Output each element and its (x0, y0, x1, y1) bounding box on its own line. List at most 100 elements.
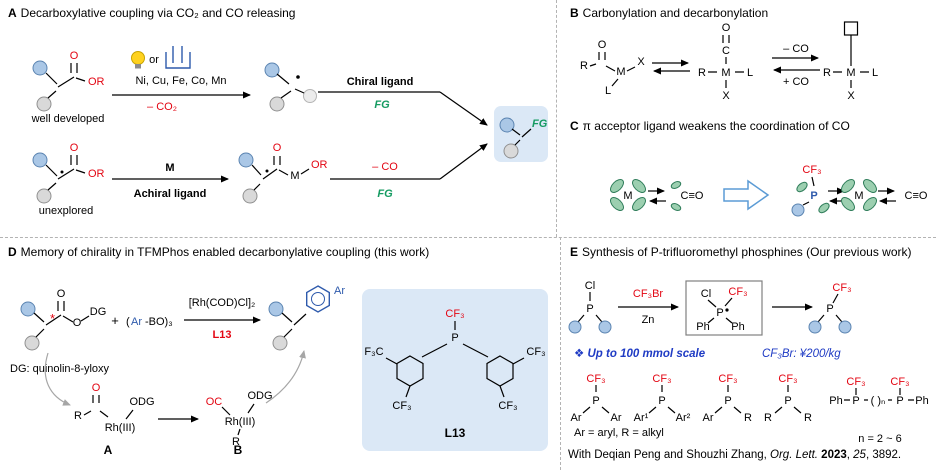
carbonyl-o-label: O (70, 50, 79, 62)
ester-reactant: * O O DG (20, 288, 106, 351)
cl-label: Cl (585, 280, 595, 292)
o-label: O (722, 22, 731, 34)
fg-product-label: FG (532, 118, 548, 130)
paren-open: ( (126, 316, 130, 328)
right-substituent: Ar² (676, 412, 691, 424)
ar-label: Ar (131, 316, 142, 328)
left-substituent: Ar (571, 412, 582, 424)
sphere-gray (36, 96, 52, 112)
sphere-gray (272, 335, 288, 351)
bonds (648, 385, 676, 414)
stereocenter-asterisk: * (50, 311, 55, 326)
cf3-top-label: CF₃ (445, 308, 464, 320)
arrow-conditions-bottom: M Achiral ligand (112, 162, 229, 200)
bonds (251, 156, 310, 191)
l-label: L (872, 67, 878, 79)
well-developed-label: well developed (31, 113, 105, 125)
panel-b-letter: B (570, 6, 579, 20)
panel-b-scheme: O R M X L O C R M L X – CO (580, 21, 878, 102)
highlight-box (362, 289, 548, 451)
sphere-gray (36, 188, 52, 204)
r-label: R (698, 67, 706, 79)
panel-c-title: π acceptor ligand weakens the coordinati… (582, 119, 850, 133)
panel-e-scheme: Cl P CF₃Br Zn Cl CF₃ P Ph Ph (568, 280, 929, 445)
cf3-label: CF₃ (778, 373, 797, 385)
merge-arrow (439, 143, 488, 180)
d-orbital-lobe (610, 179, 624, 193)
chiral-path: Chiral ligand FG (318, 76, 488, 126)
oc-label: OC (206, 396, 223, 408)
citation-year: 2023 (821, 449, 847, 461)
bonds (802, 176, 815, 206)
pi-orbital-lobe (670, 181, 682, 189)
divider-horizontal (0, 237, 936, 238)
sphere-blue (598, 320, 612, 334)
ph-label: Ph (915, 395, 928, 407)
benzene-ring (306, 285, 330, 313)
radical-dot (296, 75, 300, 79)
sphere-blue (20, 301, 36, 317)
intermediate-box (685, 280, 763, 336)
merge-arrow (439, 91, 488, 126)
carbonyl-complex: O C R M L X (698, 22, 753, 102)
ligand-l13-label: L13 (213, 329, 232, 341)
citation-sep: , (846, 449, 854, 461)
panel-d-letter: D (8, 245, 17, 259)
x-label: X (637, 56, 645, 68)
r-label: R (823, 67, 831, 79)
x-label: X (847, 90, 855, 102)
metal-co-orbitals-right: CF₃ P M C≡O (791, 164, 928, 217)
achiral-ligand-label: Achiral ligand (134, 188, 207, 200)
minus-co-label: – CO (372, 161, 398, 173)
ph-label: Ph (731, 321, 744, 333)
co-exchange-arrows: – CO + CO (772, 43, 820, 88)
boroxine-suffix: -BO)₃ (145, 316, 173, 328)
fg-label-top: FG (374, 99, 390, 111)
bonds (276, 73, 305, 99)
d-orbital-lobe (841, 179, 855, 193)
m-label: M (846, 67, 855, 79)
divider-vertical-bottom (560, 237, 561, 470)
p-orbital-lobe (796, 181, 808, 193)
gray-curve-to-product (265, 350, 306, 404)
cf3-label: CF₃ (846, 376, 865, 388)
arrow-conditions-top: or Ni, Cu, Fe, Co, Mn – CO₂ (112, 46, 251, 113)
reactant-ester-bottom: O OR unexplored (32, 142, 105, 217)
bonds (33, 301, 90, 338)
unexplored-label: unexplored (39, 205, 93, 217)
plus-co-label: + CO (783, 76, 809, 88)
sphere-blue (268, 301, 284, 317)
l-label: L (605, 85, 611, 97)
arrow-conditions-1: CF₃Br Zn (618, 288, 679, 326)
bonds (714, 385, 742, 414)
l-label: L (747, 67, 753, 79)
intermediate-b: OC Rh(III) ODG R B (206, 390, 273, 457)
sphere-gray-light (303, 89, 317, 103)
vacant-site-complex: R M L X (823, 21, 878, 102)
gray-curve-to-a (44, 352, 71, 406)
equilibrium-arrows-1 (652, 59, 690, 75)
carbonyl-o-label: O (273, 142, 282, 154)
sphere-gray (503, 143, 519, 159)
cf3-left-bottom-label: CF₃ (392, 400, 411, 412)
decarbonylation-path: – CO FG (330, 143, 488, 200)
cf3-label: CF₃ (652, 373, 671, 385)
bonds (589, 52, 636, 87)
metal-label: M (854, 190, 863, 202)
aryl-ring-left (396, 355, 424, 387)
sphere-blue (808, 320, 822, 334)
dg-definition: DG: quinolin-8-yloxy (10, 363, 110, 375)
bonds (833, 35, 869, 88)
panel-e-letter: E (570, 245, 579, 259)
bonds (511, 128, 532, 146)
d-orbital-lobe (841, 197, 855, 211)
phosphine-scope-3: CF₃ P Ar R (703, 373, 753, 424)
product-box: FG (494, 106, 548, 162)
aryl-product: Ar (268, 285, 345, 351)
f3c-left-label: F₃C (364, 346, 383, 358)
sphere-blue (838, 320, 852, 334)
